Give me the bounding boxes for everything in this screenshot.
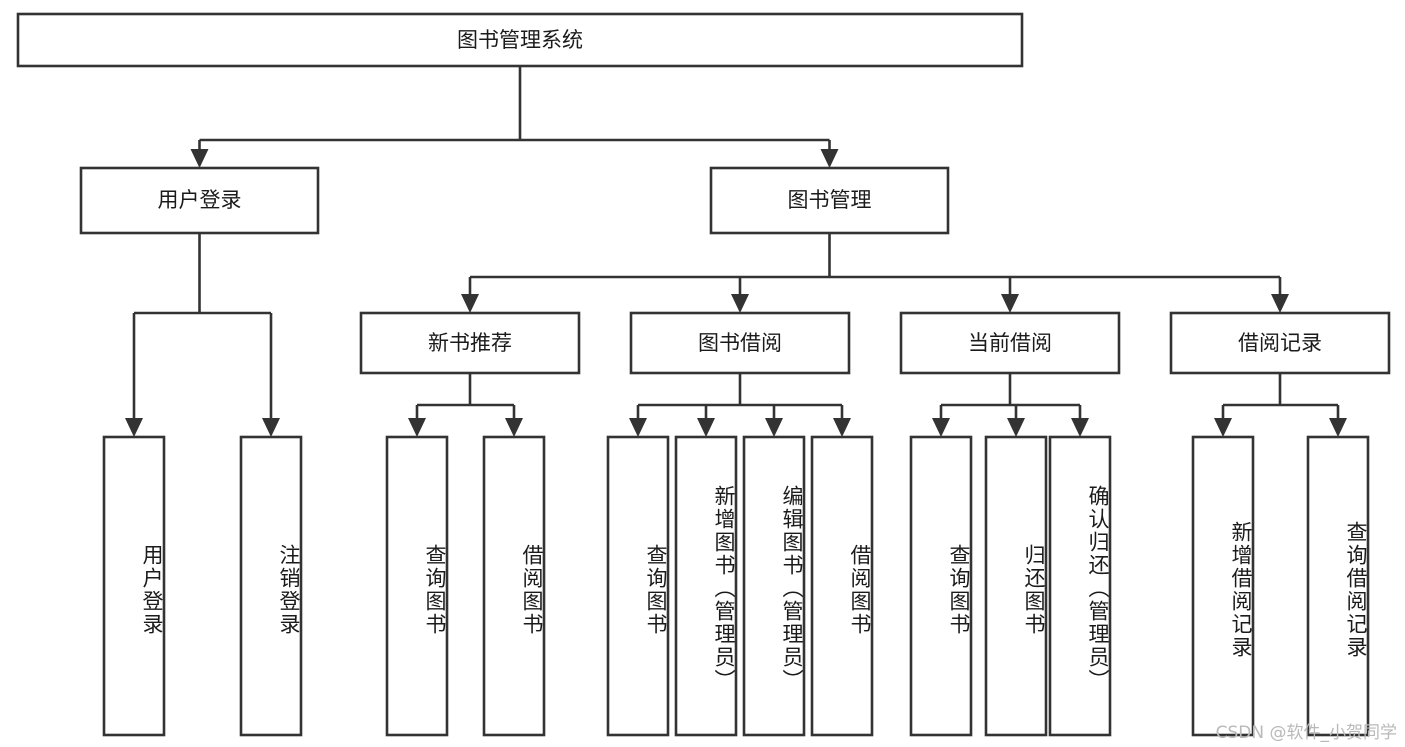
arrow-current-borrow [1001,294,1019,313]
arrow-leaf-query-borrow-record [1329,418,1347,437]
leaf-leaf-add-book[interactable] [674,435,738,737]
arrow-leaf-add-book [697,418,715,437]
arrow-new-book-recommend [461,294,479,313]
arrow-leaf-borrow-book-2 [833,418,851,437]
arrow-borrow-record [1271,294,1289,313]
arrow-book-borrow [731,294,749,313]
arrow-leaf-edit-book [765,418,783,437]
arrow-leaf-query-book-1 [408,418,426,437]
node-book-manage[interactable] [709,166,950,235]
arrow-user-login [190,149,209,168]
leaf-leaf-query-book-3[interactable] [909,435,973,737]
node-root[interactable] [16,12,1024,68]
node-book-borrow[interactable] [629,311,851,375]
arrow-leaf-query-book-2 [629,418,647,437]
leaf-leaf-query-book-1[interactable] [385,435,449,737]
leaf-leaf-borrow-book-1[interactable] [482,435,546,737]
arrow-leaf-borrow-book-1 [505,418,523,437]
arrow-book-manage [820,149,839,168]
leaf-leaf-user-logout[interactable] [239,435,303,737]
leaf-leaf-confirm-return[interactable] [1048,435,1112,737]
node-user-login[interactable] [79,166,320,235]
leaf-leaf-edit-book[interactable] [742,435,806,737]
arrow-leaf-add-borrow-record [1214,418,1232,437]
leaf-leaf-borrow-book-2[interactable] [810,435,874,737]
arrow-leaf-query-book-3 [932,418,950,437]
leaf-leaf-return-book[interactable] [984,435,1048,737]
arrow-leaf-user-login [125,418,143,437]
connector-layer [125,66,1347,437]
arrow-leaf-return-book [1007,418,1025,437]
arrow-leaf-user-logout [262,418,280,437]
leaf-leaf-user-login[interactable] [102,435,166,737]
leaf-leaf-query-book-2[interactable] [606,435,670,737]
box-layer [16,12,1391,737]
leaf-leaf-query-borrow-record[interactable] [1306,435,1370,737]
leaf-leaf-add-borrow-record[interactable] [1191,435,1255,737]
node-current-borrow[interactable] [899,311,1121,375]
arrow-leaf-confirm-return [1071,418,1089,437]
node-borrow-record[interactable] [1169,311,1391,375]
node-new-book-recommend[interactable] [359,311,581,375]
